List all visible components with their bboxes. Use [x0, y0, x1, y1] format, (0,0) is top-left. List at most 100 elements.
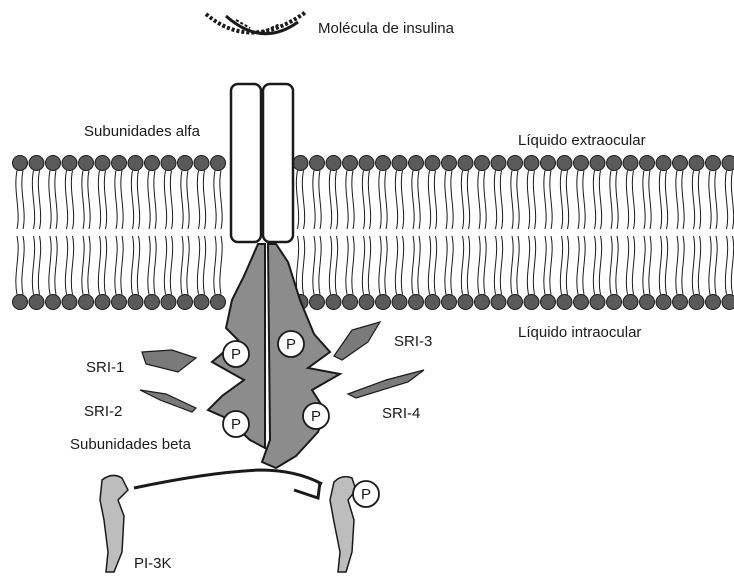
lipid-tail — [104, 171, 106, 230]
svg-text:P: P — [361, 486, 371, 503]
lipid-tail — [148, 171, 150, 230]
lipid-tail — [98, 171, 100, 230]
lipid-tail — [22, 171, 24, 230]
lipid-head — [722, 295, 734, 310]
lipid-tail — [550, 171, 552, 230]
lipid-head — [95, 156, 110, 171]
sri-3-label: SRI-3 — [394, 333, 432, 350]
lipid-head — [541, 156, 556, 171]
lipid-tail — [203, 171, 205, 230]
lipid-head — [343, 295, 358, 310]
lipid-head — [178, 295, 193, 310]
lipid-tail — [632, 171, 634, 230]
lipid-tail — [181, 171, 183, 230]
lipid-tail — [583, 236, 585, 295]
lipid-head — [673, 295, 688, 310]
lipid-head — [13, 156, 28, 171]
lipid-tail — [335, 236, 337, 295]
lipid-head — [524, 156, 539, 171]
lipid-tail — [164, 236, 166, 295]
pi3k-inactive-shape — [100, 475, 128, 572]
lipid-head — [574, 295, 589, 310]
lipid-tail — [544, 236, 546, 295]
lipid-tail — [412, 236, 414, 295]
lipid-tail — [577, 236, 579, 295]
lipid-head — [590, 156, 605, 171]
lipid-head — [508, 156, 523, 171]
lipid-tail — [593, 236, 595, 295]
lipid-tail — [379, 171, 381, 230]
lipid-tail — [385, 171, 387, 230]
lipid-tail — [115, 236, 117, 295]
lipid-tail — [137, 171, 139, 230]
lipid-head — [359, 295, 374, 310]
lipid-tail — [632, 236, 634, 295]
lipid-head — [79, 295, 94, 310]
lipid-tail — [352, 171, 354, 230]
lipid-head — [557, 295, 572, 310]
insulin-molecule — [206, 12, 306, 34]
lipid-tail — [368, 236, 370, 295]
phosphate-3: P — [223, 411, 249, 437]
lipid-head — [425, 295, 440, 310]
lipid-tail — [220, 236, 222, 295]
lipid-tail — [709, 171, 711, 230]
lipid-head — [392, 295, 407, 310]
sri-4-shape — [348, 370, 424, 398]
lipid-tail — [187, 236, 189, 295]
beta-label: Subunidades beta — [70, 436, 192, 453]
lipid-tail — [362, 236, 364, 295]
lipid-tail — [682, 171, 684, 230]
lipid-head — [722, 156, 734, 171]
lipid-tail — [368, 171, 370, 230]
lipid-head — [194, 295, 209, 310]
lipid-tail — [676, 236, 678, 295]
lipid-head — [574, 156, 589, 171]
sri-4-label: SRI-4 — [382, 405, 420, 422]
lipid-tail — [82, 236, 84, 295]
lipid-tail — [154, 171, 156, 230]
lipid-tail — [692, 171, 694, 230]
lipid-tail — [214, 236, 216, 295]
svg-text:P: P — [231, 416, 241, 433]
lipid-head — [590, 295, 605, 310]
svg-text:P: P — [231, 346, 241, 363]
lipid-tail — [709, 236, 711, 295]
lipid-head — [508, 295, 523, 310]
lipid-tail — [527, 171, 529, 230]
lipid-head — [656, 156, 671, 171]
lipid-tail — [329, 236, 331, 295]
lipid-tail — [500, 236, 502, 295]
lipid-head — [656, 295, 671, 310]
lipid-head — [79, 156, 94, 171]
alpha-subunit-right — [263, 84, 293, 242]
lipid-tail — [346, 236, 348, 295]
lipid-head — [29, 156, 44, 171]
lipid-tail — [131, 171, 133, 230]
lipid-tail — [626, 236, 628, 295]
lipid-tail — [170, 236, 172, 295]
lipid-tail — [71, 171, 73, 230]
lipid-head — [640, 295, 655, 310]
lipid-tail — [115, 171, 117, 230]
lipid-head — [557, 156, 572, 171]
lipid-tail — [484, 236, 486, 295]
phosphate-5: P — [353, 481, 379, 507]
lipid-tail — [665, 236, 667, 295]
lipid-tail — [49, 171, 51, 230]
lipid-tail — [566, 236, 568, 295]
sri-2-shape — [140, 390, 196, 412]
lipid-head — [293, 156, 308, 171]
lipid-tail — [517, 236, 519, 295]
alpha-subunits — [231, 84, 293, 242]
lipid-tail — [32, 171, 34, 230]
lipid-tail — [610, 236, 612, 295]
lipid-head — [673, 156, 688, 171]
lipid-tail — [445, 171, 447, 230]
lipid-head — [376, 295, 391, 310]
lipid-tail — [16, 171, 18, 230]
lipid-head — [376, 156, 391, 171]
pi3k-label: PI-3K — [134, 555, 172, 572]
